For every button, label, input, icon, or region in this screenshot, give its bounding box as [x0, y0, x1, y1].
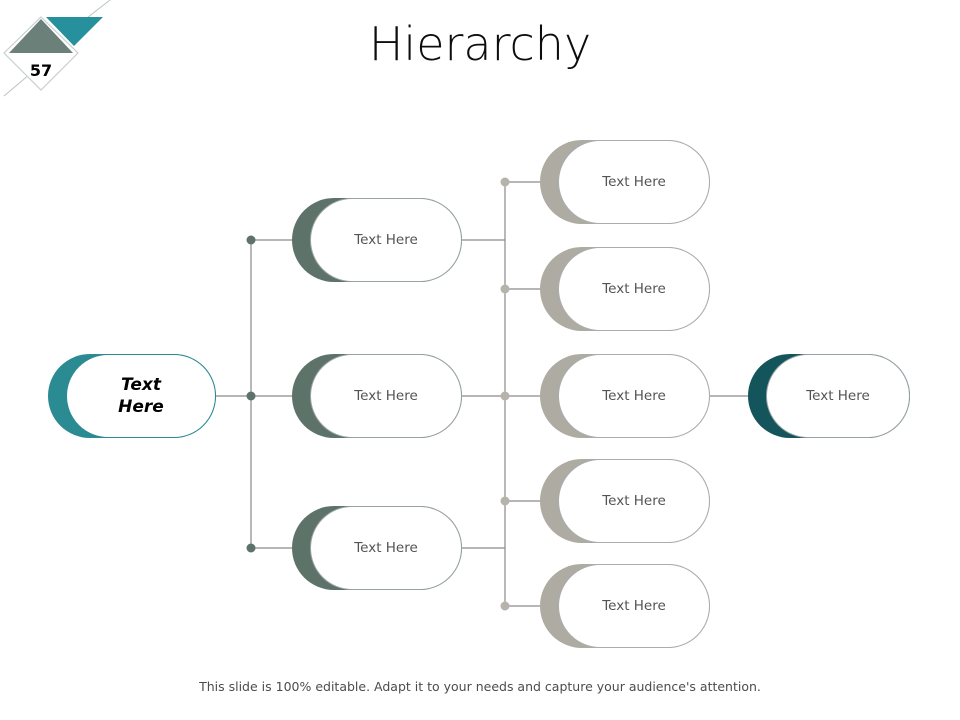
junction-dot: [246, 391, 256, 401]
node-label: Text Here: [354, 388, 418, 404]
node-pill: Text Here: [558, 247, 710, 331]
node-label: Text Here: [602, 388, 666, 404]
junction-dot: [500, 177, 510, 187]
node-label: Text Here: [602, 281, 666, 297]
node-pill: Text Here: [558, 459, 710, 543]
node-pill: Text Here: [310, 506, 462, 590]
node-label: Text Here: [602, 174, 666, 190]
junction-dot: [246, 543, 256, 553]
node-level2-3[interactable]: Text Here: [540, 354, 710, 438]
node-label: Text Here: [806, 388, 870, 404]
page-title: Hierarchy: [368, 17, 592, 71]
node-level2-5[interactable]: Text Here: [540, 564, 710, 648]
node-label: Text Here: [354, 540, 418, 556]
node-level1-2[interactable]: Text Here: [292, 354, 462, 438]
node-level2-1[interactable]: Text Here: [540, 140, 710, 224]
junction-dot: [500, 284, 510, 294]
node-root[interactable]: Text Here: [48, 354, 216, 438]
node-pill: Text Here: [558, 354, 710, 438]
slide-logo: 57: [0, 0, 115, 100]
node-pill: Text Here: [558, 140, 710, 224]
node-level2-2[interactable]: Text Here: [540, 247, 710, 331]
node-level1-3[interactable]: Text Here: [292, 506, 462, 590]
node-label: Text Here: [118, 375, 164, 417]
junction-dot: [500, 496, 510, 506]
slide-number: 57: [30, 61, 52, 80]
node-level1-1[interactable]: Text Here: [292, 198, 462, 282]
node-label: Text Here: [602, 598, 666, 614]
footer-note: This slide is 100% editable. Adapt it to…: [199, 679, 761, 694]
node-level2-4[interactable]: Text Here: [540, 459, 710, 543]
node-pill: Text Here: [558, 564, 710, 648]
node-label: Text Here: [602, 493, 666, 509]
node-pill: Text Here: [66, 354, 216, 438]
node-label: Text Here: [354, 232, 418, 248]
junction-dot: [500, 391, 510, 401]
junction-dot: [246, 235, 256, 245]
junction-dot: [500, 601, 510, 611]
node-pill: Text Here: [310, 354, 462, 438]
node-pill: Text Here: [310, 198, 462, 282]
node-pill: Text Here: [766, 354, 910, 438]
node-level3-1[interactable]: Text Here: [748, 354, 910, 438]
